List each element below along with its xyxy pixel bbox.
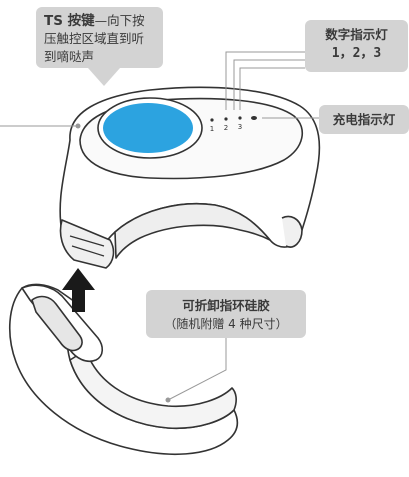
detachable-band-subtitle: （随机附赠 4 种尺寸） xyxy=(164,317,288,331)
charging-led xyxy=(251,116,257,120)
led-dot-2 xyxy=(224,117,228,121)
charging-indicator-callout: 充电指示灯 xyxy=(319,105,409,134)
detachable-band-callout: 可折卸指环硅胶 （随机附赠 4 种尺寸） xyxy=(146,290,306,338)
ts-button-callout: TS 按键—向下按 压触控区域直到听 到嘀哒声 xyxy=(36,7,163,68)
ts-button-title: TS 按键 xyxy=(44,13,95,29)
led-label-2: 2 xyxy=(224,124,228,132)
ts-button-line1: 向下按 xyxy=(107,13,145,28)
led-dots xyxy=(210,116,257,122)
ts-button-dash: — xyxy=(94,13,108,28)
attach-arrow xyxy=(62,268,95,312)
touch-area xyxy=(103,103,193,153)
detachable-band-title: 可折卸指环硅胶 xyxy=(182,298,270,313)
led-label-3: 3 xyxy=(238,123,242,131)
silicone-ring-band xyxy=(8,283,239,455)
ts-button-line2: 压触控区域直到听 xyxy=(44,31,145,46)
ts-button-line3: 到嘀哒声 xyxy=(44,49,95,64)
leader-left-dot xyxy=(75,123,81,129)
led-label-1: 1 xyxy=(210,125,214,133)
leader-digit-2 xyxy=(233,59,305,110)
digit-indicator-title: 数字指示灯 xyxy=(325,27,388,42)
ts-callout-pointer xyxy=(88,68,120,86)
led-dot-3 xyxy=(238,116,242,120)
leader-band xyxy=(167,338,227,401)
charging-indicator-label: 充电指示灯 xyxy=(332,112,396,127)
leader-digit-1 xyxy=(225,51,305,110)
digit-indicator-numbers: 1，2，3 xyxy=(331,46,382,61)
led-dot-1 xyxy=(210,118,214,122)
leader-band-dot xyxy=(165,397,171,403)
leader-digit-3 xyxy=(239,67,305,110)
leader-lines xyxy=(0,51,319,401)
digit-indicator-callout: 数字指示灯 1，2，3 xyxy=(305,20,408,72)
ring-body xyxy=(59,86,321,269)
